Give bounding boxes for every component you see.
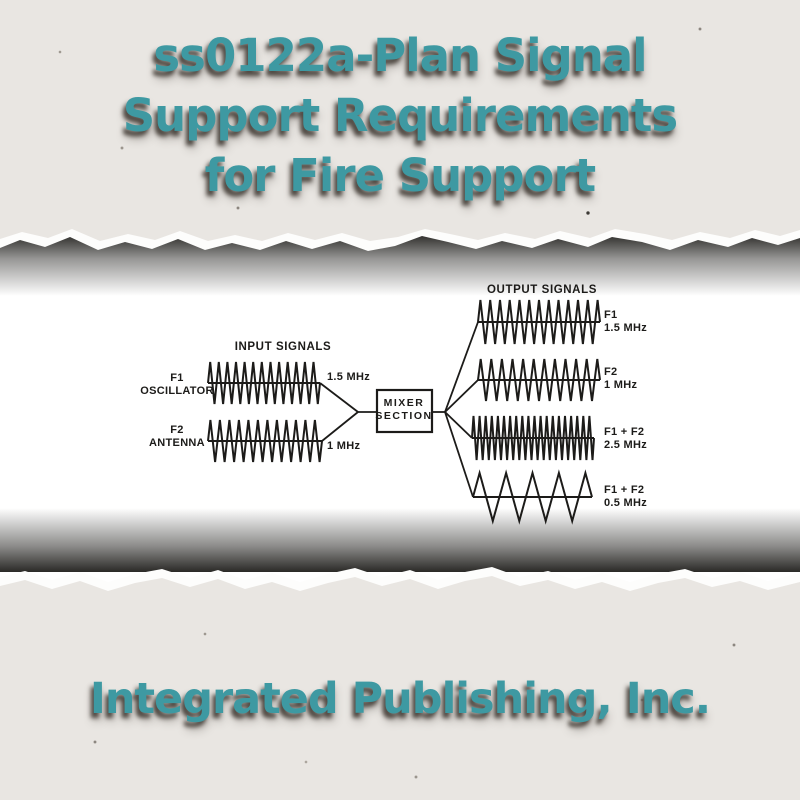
output1-fan-line — [444, 321, 479, 413]
output1-label-line-2: 1.5 MHz — [604, 322, 647, 334]
publisher-name: Integrated Publishing, Inc. — [89, 674, 711, 724]
waveforms-layer — [207, 299, 601, 525]
tear-shadow-bottom — [0, 508, 800, 572]
input-waveform-f1-oscillator-zigzag — [207, 361, 321, 405]
input1-frequency: 1.5 MHz — [327, 371, 370, 383]
output-waveform-f1-zigzag — [477, 299, 601, 345]
input2-source-line-1: F2 — [170, 424, 183, 436]
input1-source-line-1: F1 — [170, 372, 183, 384]
mixer-box-line-2: SECTION — [375, 410, 432, 422]
output3-fan-line — [444, 411, 473, 439]
output-waveform-f1-plus-f2-sum-zigzag — [471, 415, 595, 461]
input-signals-title: INPUT SIGNALS — [235, 341, 332, 353]
output-waveform-f1-plus-f2-diff — [472, 469, 593, 525]
output4-label-line-1: F1 + F2 — [604, 484, 644, 496]
output-waveform-f1-plus-f2-diff-zigzag — [472, 469, 593, 525]
title-line-1: ss0122a-Plan Signal — [153, 29, 647, 82]
input-waveform-f2-antenna — [207, 419, 323, 463]
output3-label-line-1: F1 + F2 — [604, 426, 644, 438]
title-line-3: for Fire Support — [204, 149, 596, 202]
connector-lines — [319, 321, 479, 498]
input2-converge-line — [321, 411, 359, 442]
output-waveform-f2 — [477, 358, 601, 402]
output3-label-line-2: 2.5 MHz — [604, 439, 647, 451]
mixer-section-box — [375, 388, 434, 434]
output-waveform-f1-plus-f2-sum — [471, 415, 595, 461]
input-waveform-f1-oscillator — [207, 361, 321, 405]
output4-fan-line — [444, 411, 474, 498]
output-waveform-f1 — [477, 299, 601, 345]
output-waveform-f2-zigzag — [477, 358, 601, 402]
mixer-box-line-1: MIXER — [384, 397, 425, 409]
page-title: ss0122a-Plan Signal Support Requirements… — [0, 0, 800, 206]
output4-label-line-2: 0.5 MHz — [604, 497, 647, 509]
input2-frequency: 1 MHz — [327, 440, 360, 452]
input1-converge-line — [319, 382, 359, 413]
top-paper-panel: ss0122a-Plan Signal Support Requirements… — [0, 0, 800, 241]
input2-source-line-2: ANTENNA — [149, 437, 205, 449]
title-line-2: Support Requirements — [122, 89, 678, 142]
output1-label-line-1: F1 — [604, 309, 617, 321]
input-waveform-f2-antenna-zigzag — [207, 419, 323, 463]
output2-fan-line — [444, 379, 479, 413]
output2-label-line-2: 1 MHz — [604, 379, 637, 391]
input1-source-line-2: OSCILLATOR — [140, 385, 213, 397]
output2-label-line-1: F2 — [604, 366, 617, 378]
